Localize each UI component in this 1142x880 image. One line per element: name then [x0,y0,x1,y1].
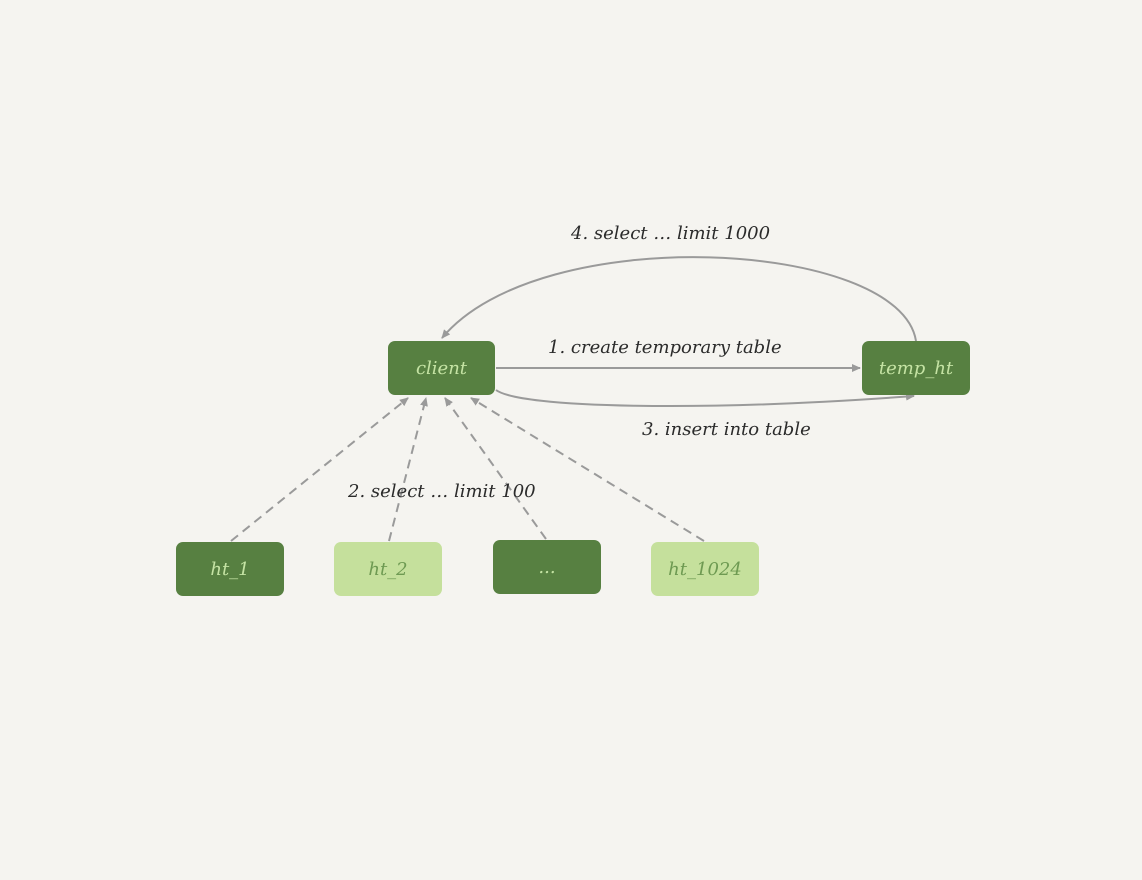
node-ellipsis: ... [493,540,601,594]
edge-label-insert: 3. insert into table [642,419,811,440]
node-ht-1024: ht_1024 [651,542,759,596]
node-ht-2: ht_2 [334,542,442,596]
node-client: client [388,341,495,395]
node-temp-ht: temp_ht [862,341,970,395]
edge-label-select-final: 4. select … limit 1000 [571,223,771,244]
edge-label-create: 1. create temporary table [548,337,782,358]
edge-select-final [441,256,917,342]
edge-label-select-shards: 2. select … limit 100 [348,481,536,502]
edge-ellipsis-client [444,397,547,540]
edge-ht2-client [388,397,428,542]
edge-insert [495,389,915,408]
node-ht-1: ht_1 [176,542,284,596]
edge-ht1024-client [470,397,705,542]
edge-ht1-client [230,397,409,542]
